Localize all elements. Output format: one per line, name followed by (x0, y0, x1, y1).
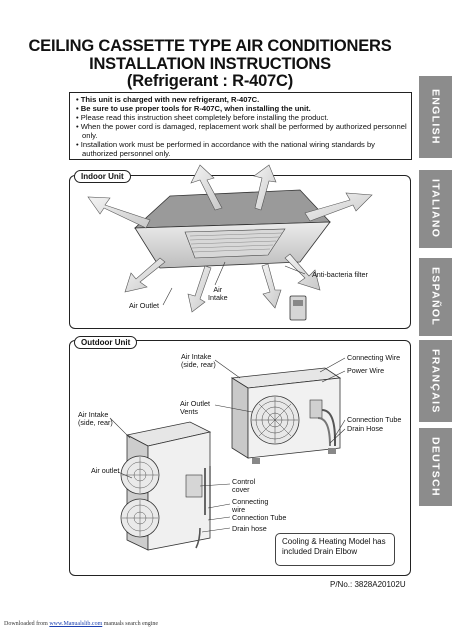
anti-bacteria-filter-label: Anti-bacteria filter (312, 270, 368, 279)
title-line-1: CEILING CASSETTE TYPE AIR CONDITIONERS (28, 37, 392, 55)
footer-suffix: manuals search engine (103, 621, 159, 627)
tab-english[interactable]: ENGLISH (419, 76, 452, 158)
notice-item: • Please read this instruction sheet com… (76, 113, 329, 122)
drain-hose-bottom-label: Drain hose (232, 524, 267, 533)
air-intake-left-label: Air Intake (side, rear) (78, 410, 113, 428)
manualslib-link[interactable]: www.Manualslib.com (49, 621, 103, 627)
drain-elbow-note: Cooling & Heating Model has included Dra… (275, 533, 395, 566)
outdoor-unit-right-illustration (214, 357, 346, 464)
notice-item: • This unit is charged with new refriger… (76, 95, 260, 104)
footer-prefix: Downloaded from (4, 621, 48, 627)
notice-item: • Be sure to use proper tools for R-407C… (76, 104, 311, 113)
indoor-unit-illustration (87, 164, 373, 321)
tab-deutsch[interactable]: DEUTSCH (419, 428, 452, 506)
power-wire-label: Power Wire (347, 366, 385, 375)
title-line-3: (Refrigerant : R-407C) (126, 72, 294, 90)
tab-espanol[interactable]: ESPAÑOL (419, 258, 452, 336)
control-cover-label: Control cover (232, 477, 256, 495)
air-outlet-label: Air Outlet (129, 301, 159, 310)
tab-espanol-label: ESPAÑOL (429, 267, 442, 327)
tab-francais[interactable]: FRANÇAIS (419, 340, 452, 422)
air-intake-top-label: Air Intake (side, rear) (181, 352, 216, 370)
tab-italiano[interactable]: ITALIANO (419, 170, 452, 248)
outdoor-unit-label: Outdoor Unit (74, 336, 138, 349)
part-number: P/No.: 3828A20102U (330, 580, 406, 589)
download-footer: Downloaded from www.Manualslib.com manua… (4, 621, 158, 627)
indoor-unit-label: Indoor Unit (74, 170, 131, 183)
air-outlet-vents-label: Air Outlet Vents (180, 399, 210, 417)
title-line-2: INSTALLATION INSTRUCTIONS (89, 55, 331, 73)
tab-english-label: ENGLISH (429, 89, 442, 145)
tab-deutsch-label: DEUTSCH (429, 437, 442, 497)
drain-hose-right-label: Drain Hose (347, 424, 383, 433)
notice-item: • Installation work must be performed in… (76, 140, 375, 158)
air-outlet-left-label: Air outlet (91, 466, 120, 475)
connecting-wire-bottom-label: Connecting wire (232, 497, 269, 515)
connecting-wire-label: Connecting Wire (347, 353, 401, 362)
connection-tube-right-label: Connection Tube (347, 415, 402, 424)
notice-item: • When the power cord is damaged, replac… (76, 122, 407, 140)
air-intake-label: Air Intake (208, 285, 228, 303)
tab-francais-label: FRANÇAIS (429, 348, 442, 414)
outdoor-unit-left-illustration (109, 417, 231, 551)
connection-tube-bottom-label: Connection Tube (232, 513, 287, 522)
notice-box: • This unit is charged with new refriger… (69, 92, 412, 160)
tab-italiano-label: ITALIANO (429, 179, 442, 239)
